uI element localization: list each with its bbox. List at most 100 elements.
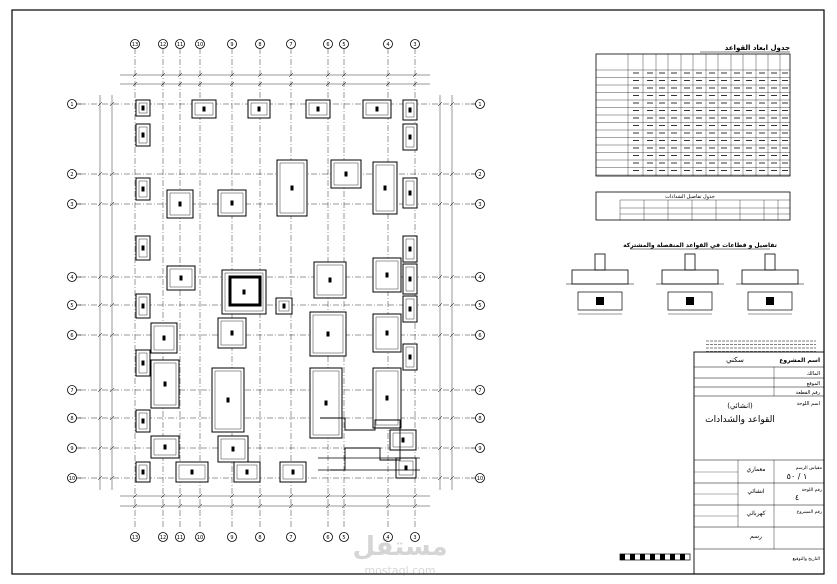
detail-footing-section xyxy=(741,269,799,285)
owner-label: المالك xyxy=(807,371,820,377)
footing-inner xyxy=(375,370,399,426)
footing-outline xyxy=(217,317,247,349)
column-axis-label: 8 xyxy=(258,535,261,541)
footing xyxy=(276,159,308,217)
column-mark xyxy=(383,185,387,191)
footing-inner xyxy=(138,464,148,480)
footing xyxy=(217,317,247,349)
column-axis-bubble xyxy=(255,39,265,49)
dimension-tick xyxy=(449,302,455,308)
dimension-tick xyxy=(385,493,391,499)
column-mark xyxy=(141,245,145,251)
footing-inner xyxy=(138,412,148,430)
column-axis-label: 5 xyxy=(342,535,345,541)
footing-inner xyxy=(398,460,414,476)
dimension-tick xyxy=(412,81,418,87)
footing-details: تفاصيل و قطاعات في القواعد المنفصلة والم… xyxy=(566,242,804,315)
column-axis-bubble xyxy=(339,39,349,49)
footing-inner xyxy=(220,192,244,214)
footing xyxy=(135,235,151,261)
footing-detail-section xyxy=(566,253,634,315)
project-no-label: رقم المشروع xyxy=(797,510,822,515)
row-axis-label: 10 xyxy=(477,476,483,482)
detail-column xyxy=(764,253,776,271)
dimension-tick xyxy=(437,274,443,280)
dimension-tick xyxy=(449,445,455,451)
scale-bar-segment xyxy=(680,554,685,560)
struct-label: انشائي xyxy=(747,488,765,495)
footing xyxy=(402,99,418,121)
footing xyxy=(372,313,402,353)
footing-inner xyxy=(405,180,415,206)
footing-detail-section xyxy=(736,253,804,315)
column-mark xyxy=(291,469,295,475)
column-mark xyxy=(324,400,328,406)
column-axis-bubble xyxy=(130,532,140,542)
footing xyxy=(402,343,418,371)
footing-inner xyxy=(236,464,258,480)
dimension-tick xyxy=(177,493,183,499)
footing xyxy=(135,409,151,433)
footing xyxy=(275,297,293,315)
dimension-tick xyxy=(325,503,331,509)
footing xyxy=(389,429,417,451)
column-axis-bubble xyxy=(383,532,393,542)
dimension-tick xyxy=(341,503,347,509)
column-axis-bubble xyxy=(323,39,333,49)
sheet-no-value: ٤ xyxy=(795,493,799,502)
column-mark xyxy=(230,330,234,336)
scale-label: مقياس الرسم xyxy=(796,466,823,471)
dimension-tick xyxy=(197,503,203,509)
footing xyxy=(402,263,418,295)
dimension-tick xyxy=(288,503,294,509)
footing xyxy=(309,367,343,439)
footing-inner xyxy=(194,102,214,116)
dimension-tick xyxy=(325,72,331,78)
dimension-tick xyxy=(132,81,138,87)
dimension-tick xyxy=(97,445,103,451)
row-axis-label: 7 xyxy=(70,388,73,394)
column-axis-label: 7 xyxy=(289,42,292,48)
column-mark xyxy=(141,132,145,138)
dimension-tick xyxy=(412,493,418,499)
arch-label: معماري xyxy=(747,466,766,473)
footing-inner xyxy=(138,102,148,114)
footing-inner xyxy=(405,346,415,368)
column-mark xyxy=(401,437,405,443)
column-mark xyxy=(163,381,167,387)
column-axis-label: 8 xyxy=(258,42,261,48)
footing xyxy=(372,367,402,429)
footing-inner xyxy=(405,126,415,148)
column-mark xyxy=(408,107,412,113)
drawn-label: رسم xyxy=(750,533,762,540)
footing xyxy=(135,99,151,117)
column-mark xyxy=(141,360,145,366)
footings-schedule-table: جدول ابعاد القواعد xyxy=(595,44,791,177)
watermark-url: mostaql.com xyxy=(364,564,435,577)
detail-plan-view xyxy=(577,291,623,311)
footing xyxy=(362,99,392,119)
footing-outline xyxy=(217,189,247,217)
dimension-tick xyxy=(288,493,294,499)
dimension-tick xyxy=(412,72,418,78)
column-axis-label: 6 xyxy=(326,535,329,541)
footing-inner xyxy=(316,264,344,296)
sheet-name-label: اسم اللوحة xyxy=(797,401,820,407)
column-mark xyxy=(282,303,286,309)
watermark: مستقل mostaql.com xyxy=(352,532,447,577)
column-mark xyxy=(162,335,166,341)
dimension-tick xyxy=(97,302,103,308)
column-mark xyxy=(141,186,145,192)
dimension-tick xyxy=(257,493,263,499)
column-mark xyxy=(226,397,230,403)
details-title: تفاصيل و قطاعات في القواعد المنفصلة والم… xyxy=(623,242,777,249)
footing-inner xyxy=(153,325,175,351)
column-mark xyxy=(163,444,167,450)
column-mark xyxy=(408,134,412,140)
column-axis-bubble xyxy=(410,39,420,49)
footing xyxy=(330,159,362,189)
footing-inner xyxy=(405,238,415,260)
footing-inner xyxy=(282,464,304,480)
column-axis-label: 11 xyxy=(177,42,183,48)
column-axis-label: 5 xyxy=(342,42,345,48)
